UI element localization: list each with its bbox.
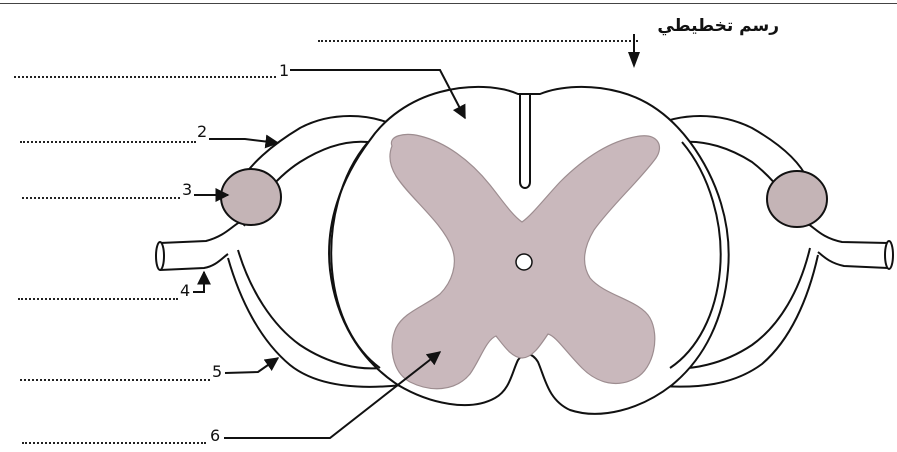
- right-nerve-cut-end: [885, 241, 893, 269]
- right-dorsal-root-ganglion: [767, 171, 827, 227]
- leader-arrow-4: [193, 272, 204, 292]
- leader-arrow-2: [209, 139, 278, 143]
- left-spinal-nerve: [160, 222, 240, 270]
- left-dorsal-root-ganglion: [221, 169, 281, 225]
- leader-arrow-5: [225, 358, 278, 373]
- left-nerve-cut-end: [156, 242, 164, 270]
- right-spinal-nerve: [808, 224, 888, 268]
- central-canal: [516, 254, 532, 270]
- dorsal-median-sulcus: [520, 95, 530, 188]
- title-arrow-icon: [628, 34, 640, 68]
